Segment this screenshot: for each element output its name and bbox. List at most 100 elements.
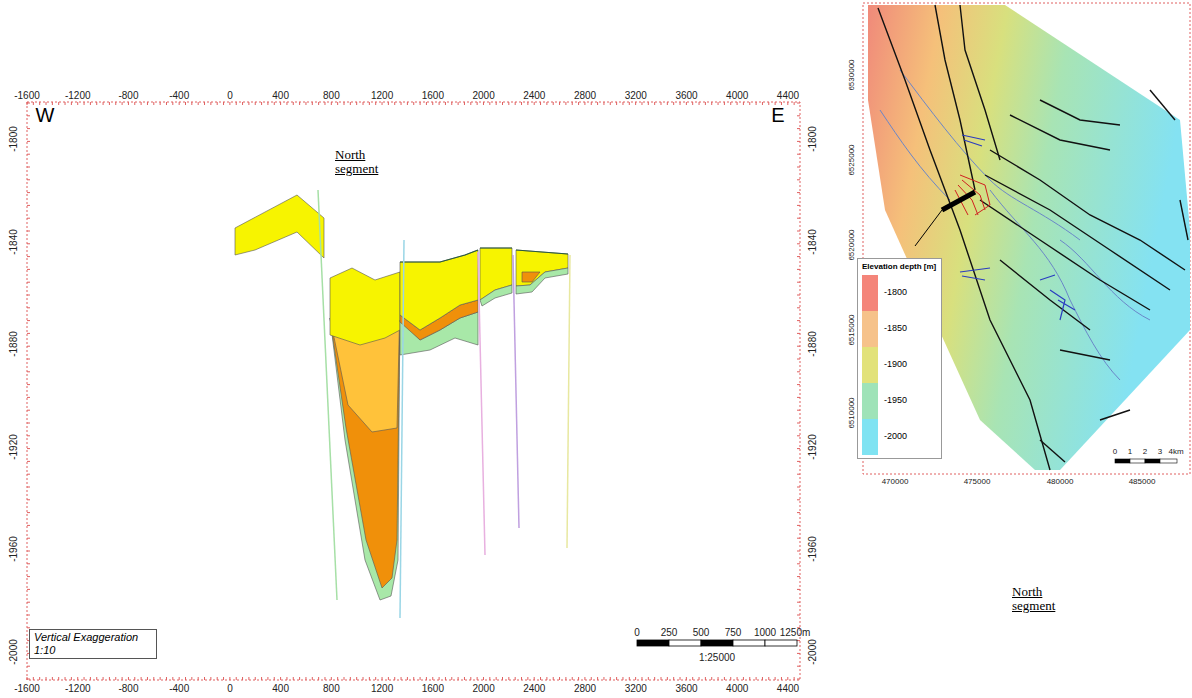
- axis-number: -800: [118, 90, 138, 101]
- axis-tick: [71, 677, 72, 680]
- map-coordinate: 6510000: [848, 397, 857, 428]
- axis-tick: [109, 102, 110, 105]
- axis-tick: [489, 677, 490, 680]
- legend-swatch: [862, 347, 878, 383]
- axis-tick: [797, 589, 800, 590]
- axis-tick: [337, 102, 338, 105]
- axis-tick: [743, 677, 744, 680]
- axis-tick: [502, 102, 503, 105]
- axis-number: 400: [272, 683, 289, 694]
- axis-tick: [521, 102, 522, 105]
- axis-tick: [27, 435, 30, 436]
- axis-tick: [166, 102, 167, 105]
- legend-text: -1950: [884, 395, 907, 405]
- axis-tick: [797, 141, 800, 142]
- axis-tick: [711, 677, 712, 680]
- axis-tick: [236, 677, 237, 680]
- axis-tick: [103, 677, 104, 680]
- axis-tick: [255, 677, 256, 680]
- axis-number: -1200: [65, 683, 91, 694]
- axis-tick: [737, 102, 738, 105]
- axis-tick: [401, 677, 402, 680]
- axis-number: 1200: [371, 90, 393, 101]
- axis-tick: [27, 666, 30, 667]
- axis-tick: [27, 525, 30, 526]
- axis-tick: [470, 677, 471, 680]
- axis-tick: [797, 243, 800, 244]
- axis-tick: [724, 102, 725, 105]
- axis-tick: [797, 512, 800, 513]
- axis-tick: [797, 256, 800, 257]
- axis-tick: [797, 154, 800, 155]
- axis-tick: [508, 102, 509, 105]
- map-scale-number: 1: [1128, 448, 1132, 457]
- axis-tick: [464, 102, 465, 105]
- axis-tick: [559, 102, 560, 105]
- axis-tick: [217, 677, 218, 680]
- map-coordinate: 470000: [882, 478, 909, 487]
- axis-number: 0: [227, 90, 233, 101]
- axis-tick: [610, 102, 611, 105]
- axis-tick: [603, 102, 604, 105]
- axis-tick: [591, 677, 592, 680]
- axis-tick: [147, 102, 148, 105]
- axis-tick: [299, 677, 300, 680]
- axis-tick: [477, 677, 478, 680]
- axis-number: 4000: [726, 683, 748, 694]
- axis-tick: [305, 102, 306, 105]
- axis-tick: [762, 677, 763, 680]
- axis-tick: [451, 102, 452, 105]
- legend-text: -1850: [884, 323, 907, 333]
- axis-tick: [768, 102, 769, 105]
- axis-tick: [797, 179, 800, 180]
- axis-tick: [680, 677, 681, 680]
- axis-tick: [673, 677, 674, 680]
- axis-tick: [749, 102, 750, 105]
- legend-text: -1800: [884, 287, 907, 297]
- axis-tick: [797, 346, 800, 347]
- axis-tick: [236, 102, 237, 105]
- axis-tick: [622, 677, 623, 680]
- axis-number: 2400: [523, 683, 545, 694]
- axis-tick: [122, 102, 123, 105]
- axis-tick: [797, 679, 800, 680]
- axis-tick: [641, 102, 642, 105]
- axis-tick: [274, 102, 275, 105]
- axis-tick: [680, 102, 681, 105]
- axis-tick: [27, 589, 30, 590]
- axis-tick: [27, 333, 30, 334]
- map-coordinate: 6515000: [848, 314, 857, 345]
- axis-tick: [797, 410, 800, 411]
- axis-tick: [797, 563, 800, 564]
- scale-number: 500: [693, 627, 710, 638]
- axis-tick: [27, 256, 30, 257]
- depth-number: -1920: [8, 434, 19, 460]
- axis-tick: [153, 102, 154, 105]
- scale-number: 750: [725, 627, 742, 638]
- axis-tick: [204, 677, 205, 680]
- axis-tick: [553, 102, 554, 105]
- axis-tick: [515, 677, 516, 680]
- axis-tick: [286, 102, 287, 105]
- axis-tick: [534, 102, 535, 105]
- axis-tick: [312, 677, 313, 680]
- axis-tick: [299, 102, 300, 105]
- direction-label: E: [771, 104, 784, 126]
- axis-number: 4000: [726, 90, 748, 101]
- axis-tick: [515, 102, 516, 105]
- axis-tick: [730, 677, 731, 680]
- axis-tick: [553, 677, 554, 680]
- axis-tick: [27, 423, 30, 424]
- axis-tick: [375, 677, 376, 680]
- axis-tick: [27, 359, 30, 360]
- axis-tick: [204, 102, 205, 105]
- depth-number: -1880: [807, 331, 818, 357]
- axis-tick: [616, 102, 617, 105]
- axis-number: 1600: [422, 683, 444, 694]
- axis-tick: [280, 102, 281, 105]
- axis-tick: [65, 102, 66, 105]
- map-coordinate: 480000: [1047, 478, 1074, 487]
- axis-tick: [166, 677, 167, 680]
- axis-tick: [27, 103, 30, 104]
- axis-tick: [521, 677, 522, 680]
